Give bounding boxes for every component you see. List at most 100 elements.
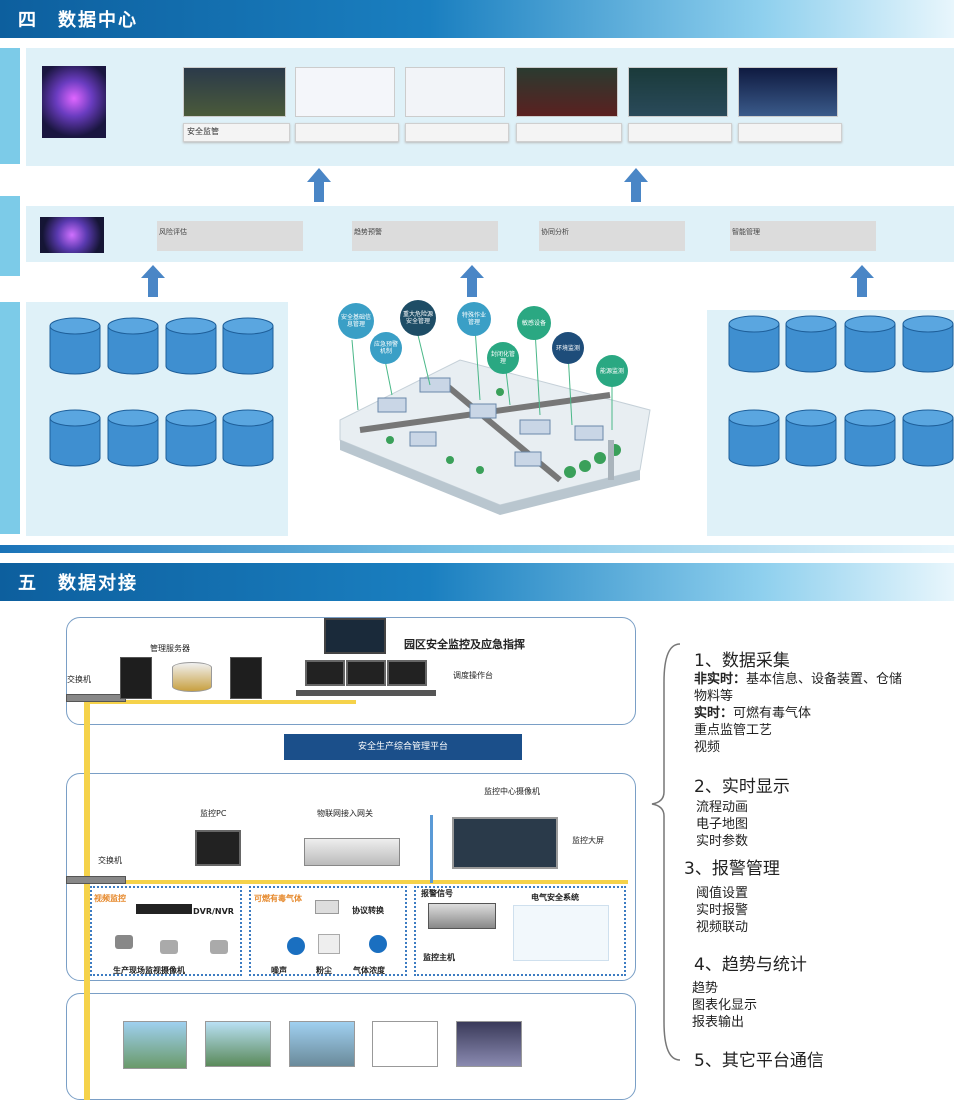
gas-group xyxy=(249,886,407,976)
database-icon xyxy=(222,409,274,467)
bubble-special-work: 特殊作业管理 xyxy=(457,302,491,336)
database-icon xyxy=(785,315,837,373)
server-icon xyxy=(120,657,152,699)
database-icon xyxy=(844,315,896,373)
dvr-icon xyxy=(136,904,192,914)
list-item-4a: 趋势 xyxy=(692,981,719,996)
database-icon xyxy=(165,409,217,467)
database-icon xyxy=(165,317,217,375)
list-item-1c: 重点监管工艺 xyxy=(694,723,773,738)
list-item-4c: 报表输出 xyxy=(692,1015,745,1030)
park-photo-4[interactable] xyxy=(372,1021,438,1067)
database-icon xyxy=(107,409,159,467)
mgmt-server-label: 管理服务器 xyxy=(150,644,190,653)
section5-number: 五 xyxy=(18,573,36,594)
iot-gateway-label: 物联网接入网关 xyxy=(317,809,373,818)
park-photo-3[interactable] xyxy=(289,1021,355,1067)
list-item-1d: 视频 xyxy=(694,740,721,755)
monitor-icon xyxy=(346,660,386,686)
list-item-1a-text: 基本信息、设备装置、仓储 xyxy=(746,672,903,687)
section4-header: 四 数据中心 xyxy=(0,0,954,38)
bubble-hazard-source: 重大危险源安全管理 xyxy=(400,300,436,336)
list-heading-4: 4、趋势与统计 xyxy=(694,955,807,975)
analysis-box-1-label: 风险评估 xyxy=(159,228,187,236)
noise-sensor-icon xyxy=(287,937,305,955)
database-icon xyxy=(728,409,780,467)
list-item-4b: 图表化显示 xyxy=(692,998,758,1013)
database-icon xyxy=(902,315,954,373)
list-item-2a: 流程动画 xyxy=(696,800,749,815)
network-trunk-line xyxy=(84,700,90,1100)
screen-caption-3 xyxy=(405,123,509,142)
list-item-1a: 非实时：基本信息、设备装置、仓储 xyxy=(694,668,902,687)
alarm-signal-label: 报警信号 xyxy=(421,889,453,898)
screen-caption-1-text: 安全监管 xyxy=(187,127,219,136)
bubble-sensitive-devices: 敏感设备 xyxy=(517,306,551,340)
analysis-box-3: 协同分析 xyxy=(539,221,685,251)
list-item-1a-bold: 非实时： xyxy=(694,672,747,687)
screen-caption-5 xyxy=(628,123,732,142)
list-heading-5: 5、其它平台通信 xyxy=(694,1051,824,1071)
video-monitor-group xyxy=(90,886,242,976)
gateway-device-icon xyxy=(304,838,400,866)
bubble-special-work-label: 特殊作业管理 xyxy=(461,312,486,326)
dust-sensor-icon xyxy=(318,934,340,954)
list-item-1a2: 物料等 xyxy=(694,689,734,704)
center-camera-label: 监控中心摄像机 xyxy=(484,787,540,796)
big-screen-label: 监控大屏 xyxy=(572,836,604,845)
section4-number: 四 xyxy=(18,10,36,31)
dvr-label: DVR/NVR xyxy=(193,907,234,916)
layer-sidebar-3 xyxy=(0,302,20,534)
list-heading-3: 3、报警管理 xyxy=(684,859,780,879)
screen-thumb-5[interactable] xyxy=(628,67,728,117)
screen-thumb-6[interactable] xyxy=(738,67,838,117)
screen-thumb-3[interactable] xyxy=(405,67,505,117)
park-photo-2[interactable] xyxy=(205,1021,271,1067)
bubble-safety-info: 安全基础信息管理 xyxy=(338,303,374,339)
field-camera-label: 生产现场监视摄像机 xyxy=(113,966,185,975)
park-command-title: 园区安全监控及应急指挥 xyxy=(404,638,525,651)
database-icon xyxy=(49,317,101,375)
screen-caption-1: 安全监管 xyxy=(183,123,290,142)
protocol-label: 协议转换 xyxy=(352,906,384,915)
mid-bus-line xyxy=(84,880,628,884)
list-item-1b-bold: 实时： xyxy=(694,706,734,721)
section-divider xyxy=(0,545,954,553)
list-item-3b: 实时报警 xyxy=(696,903,749,918)
bubble-environment: 环境监测 xyxy=(552,332,584,364)
electric-system-icon xyxy=(513,905,609,961)
top-bus-line xyxy=(84,700,356,704)
park-photo-1[interactable] xyxy=(123,1021,187,1069)
database-cylinders xyxy=(49,315,954,515)
network-switch-icon xyxy=(66,876,126,884)
gas-sensor-icon xyxy=(369,935,387,953)
alarm-group xyxy=(414,886,626,976)
section5-header: 五 数据对接 xyxy=(0,563,954,601)
list-item-2b: 电子地图 xyxy=(696,817,749,832)
bubble-energy-label: 能源监测 xyxy=(599,367,624,375)
bubble-hazard-source-label: 重大危险源安全管理 xyxy=(403,311,434,325)
layer-sidebar-1 xyxy=(0,48,20,164)
screen-thumb-1[interactable] xyxy=(183,67,286,117)
camera-icon xyxy=(115,935,133,949)
protocol-device-icon xyxy=(315,900,339,914)
list-item-1b-text: 可燃有毒气体 xyxy=(733,706,812,721)
bubble-closed-mgmt: 封闭化管理 xyxy=(487,342,519,374)
screen-thumb-4[interactable] xyxy=(516,67,618,117)
park-photo-5[interactable] xyxy=(456,1021,522,1067)
platform-bar[interactable]: 安全生产综合管理平台 xyxy=(284,734,522,760)
screen-thumb-2[interactable] xyxy=(295,67,395,117)
smart-park-city-illustration xyxy=(339,327,651,515)
analysis-box-4-label: 智能管理 xyxy=(732,228,760,236)
console-label: 调度操作台 xyxy=(453,671,493,680)
pc-icon xyxy=(195,830,241,866)
noise-label: 噪声 xyxy=(271,966,287,975)
database-icon xyxy=(844,409,896,467)
up-arrow-icon xyxy=(850,265,874,297)
control-room-icon xyxy=(452,817,558,869)
list-item-2c: 实时参数 xyxy=(696,834,749,849)
bubble-closed-mgmt-label: 封闭化管理 xyxy=(490,351,515,365)
electric-label: 电气安全系统 xyxy=(531,893,579,902)
monitor-pc-label: 监控PC xyxy=(200,809,227,818)
screen-caption-6 xyxy=(738,123,842,142)
